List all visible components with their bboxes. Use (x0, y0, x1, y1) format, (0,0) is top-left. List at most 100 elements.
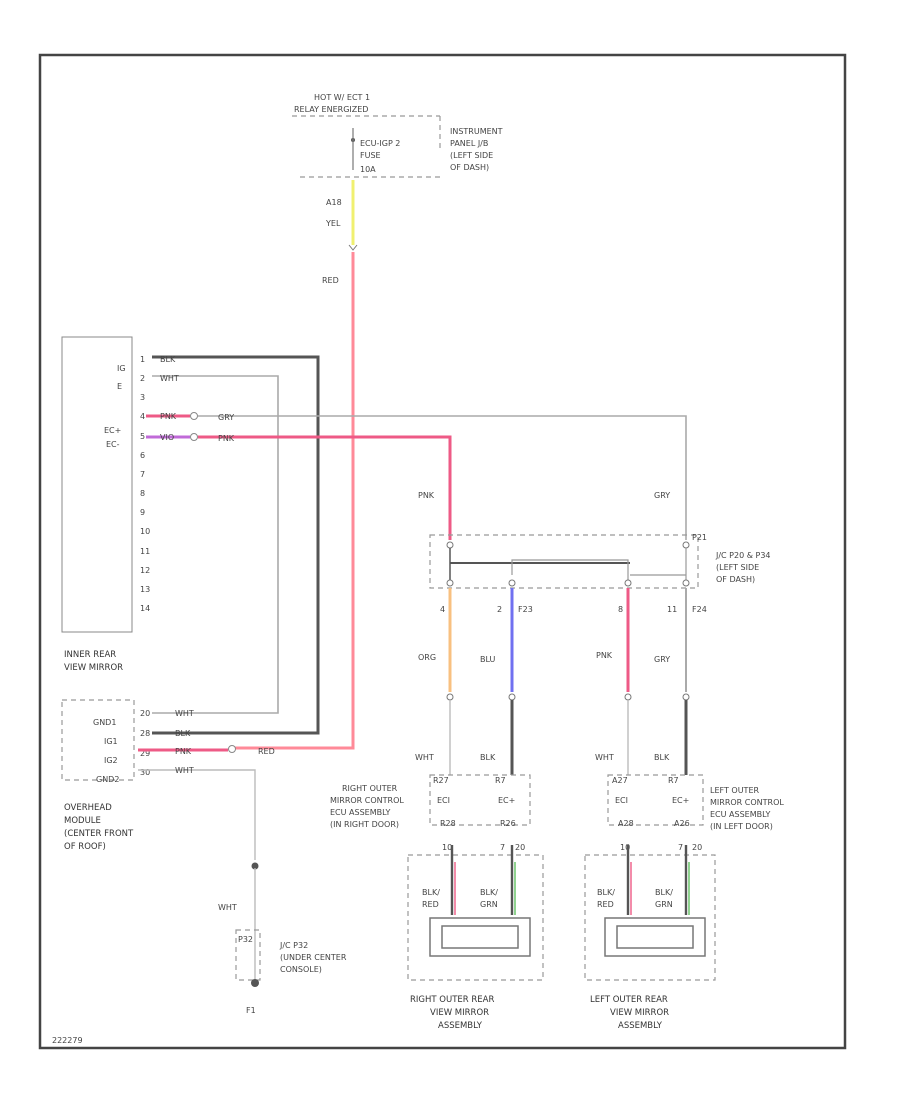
right-mirror-wa1: BLK/ (422, 888, 440, 897)
inner-pin-3: 3 (140, 393, 145, 402)
wire-red-main (235, 252, 355, 750)
junction-node-6 (682, 579, 690, 587)
right-ecu-line3: ECU ASSEMBLY (330, 808, 391, 817)
overhead-side-ig1: IG1 (104, 737, 118, 746)
wire-vio-ecn-label: VIO (160, 433, 174, 442)
inner-pin-9: 9 (140, 508, 145, 517)
overhead-label-2: MODULE (64, 816, 101, 826)
ground-jc-line1: J/C P32 (279, 941, 308, 950)
diagram-frame (38, 53, 847, 1050)
left-mirror-wa2: RED (597, 900, 614, 909)
right-mirror-line1: RIGHT OUTER REAR (410, 995, 494, 1005)
ground-jc-line3: CONSOLE) (280, 965, 322, 974)
red-bottom-label: RED (258, 747, 275, 756)
ground-jc-line2: (UNDER CENTER (280, 953, 347, 962)
right-ecu-box (429, 774, 531, 826)
blk-r-label: BLK (480, 753, 496, 762)
left-ecu-line4: (IN LEFT DOOR) (710, 822, 773, 831)
left-mirror-box (584, 854, 716, 981)
right-mirror-box (407, 854, 544, 981)
right-ecu-line2: MIRROR CONTROL (330, 796, 404, 805)
left-mirror-line3: ASSEMBLY (618, 1021, 663, 1031)
overhead-side-ig2: IG2 (104, 756, 118, 765)
inner-mirror-label-1: INNER REAR (64, 650, 116, 660)
wht-r-label: WHT (415, 753, 434, 762)
wire-gry-top-label: GRY (218, 413, 234, 422)
left-ecu-line1: LEFT OUTER (710, 786, 759, 795)
red-main-label: RED (322, 276, 339, 285)
ground-jc-pin: P32 (238, 935, 253, 944)
right-ecu-sub-right: R26 (500, 819, 516, 828)
ip-line2: PANEL J/B (450, 139, 488, 148)
inner-mirror-label-2: VIEW MIRROR (64, 663, 123, 673)
overhead-label-4: OF ROOF) (64, 842, 106, 852)
conn-r2 (508, 693, 516, 701)
overhead-pin-29: 29 (140, 749, 150, 758)
inner-pin-5: 5 (140, 432, 145, 441)
junction-bus-gray (511, 559, 629, 583)
blk-l-label: BLK (654, 753, 670, 762)
left-mirror-wb2: GRN (655, 900, 673, 909)
left-mirror-wb1: BLK/ (655, 888, 673, 897)
right-mirror-wb2: GRN (480, 900, 498, 909)
inner-mirror-side-e: E (117, 382, 122, 391)
right-ecu-pin7: 7 (500, 843, 505, 852)
ground-node-top (251, 862, 259, 870)
conn-l2 (682, 693, 690, 701)
overhead-label-1: OVERHEAD (64, 803, 112, 813)
left-mirror-glass-inner (616, 925, 694, 949)
wire-pnk-ecp-label: PNK (160, 412, 177, 421)
overhead-box (61, 699, 135, 781)
junction-node-2 (682, 541, 690, 549)
overhead-wire-blk: BLK (175, 729, 191, 738)
right-mirror-line3: ASSEMBLY (438, 1021, 483, 1031)
wht-l-label: WHT (595, 753, 614, 762)
connector-yel-red (348, 244, 358, 251)
left-ecu-line3: ECU ASSEMBLY (710, 810, 771, 819)
junction-p21: P21 (692, 533, 707, 542)
wire-wht-e (152, 375, 279, 714)
wire-gry-long (198, 415, 687, 540)
org-label: ORG (418, 653, 436, 662)
inner-pin-14: 14 (140, 604, 150, 613)
right-ecu-ec-right: EC+ (498, 796, 515, 805)
inner-pin-11: 11 (140, 547, 150, 556)
overhead-side-gnd1: GND1 (93, 718, 116, 727)
left-ecu-ec-left: ECI (615, 796, 628, 805)
junction-box (429, 534, 699, 589)
connector-ec2 (190, 433, 198, 441)
inner-mirror-side-ig: IG (117, 364, 126, 373)
right-ecu-pin10: 10 (442, 843, 452, 852)
left-ecu-sub-right: A26 (674, 819, 690, 828)
wire-pnk-top-label: PNK (218, 434, 235, 443)
inner-pin-12: 12 (140, 566, 150, 575)
right-ecu-line1: RIGHT OUTER (342, 784, 398, 793)
ground-label: F1 (246, 1006, 256, 1015)
junction-line1: J/C P20 & P34 (715, 551, 771, 560)
wht-ground-label: WHT (218, 903, 237, 912)
fuse-amp: 10A (360, 165, 376, 174)
junction-node-5 (624, 579, 632, 587)
left-ecu-pin20: 20 (692, 843, 702, 852)
right-ecu-sub-left: R28 (440, 819, 456, 828)
right-ecu-pin-right: R7 (495, 776, 506, 785)
blu-label: BLU (480, 655, 496, 664)
ground-node-bottom (251, 979, 259, 987)
footer-code: 222279 (52, 1036, 83, 1045)
inner-pin-13: 13 (140, 585, 150, 594)
left-ecu-box (607, 774, 704, 826)
inner-pin-4: 4 (140, 412, 145, 421)
left-ecu-line2: MIRROR CONTROL (710, 798, 784, 807)
left-mirror-glass-outer (604, 917, 706, 957)
pin-8-label: 8 (618, 605, 623, 614)
inner-pin-6: 6 (140, 451, 145, 460)
source-line1: HOT W/ ECT 1 (314, 93, 370, 102)
f24-label: F24 (692, 605, 707, 614)
right-mirror-line2: VIEW MIRROR (430, 1008, 489, 1018)
inner-pin-1: 1 (140, 355, 145, 364)
junction-node-3 (446, 579, 454, 587)
pin-2-label: 2 (497, 605, 502, 614)
junction-node-4 (508, 579, 516, 587)
wire-wht-e-label: WHT (160, 374, 179, 383)
ground-jc-box (235, 929, 261, 981)
